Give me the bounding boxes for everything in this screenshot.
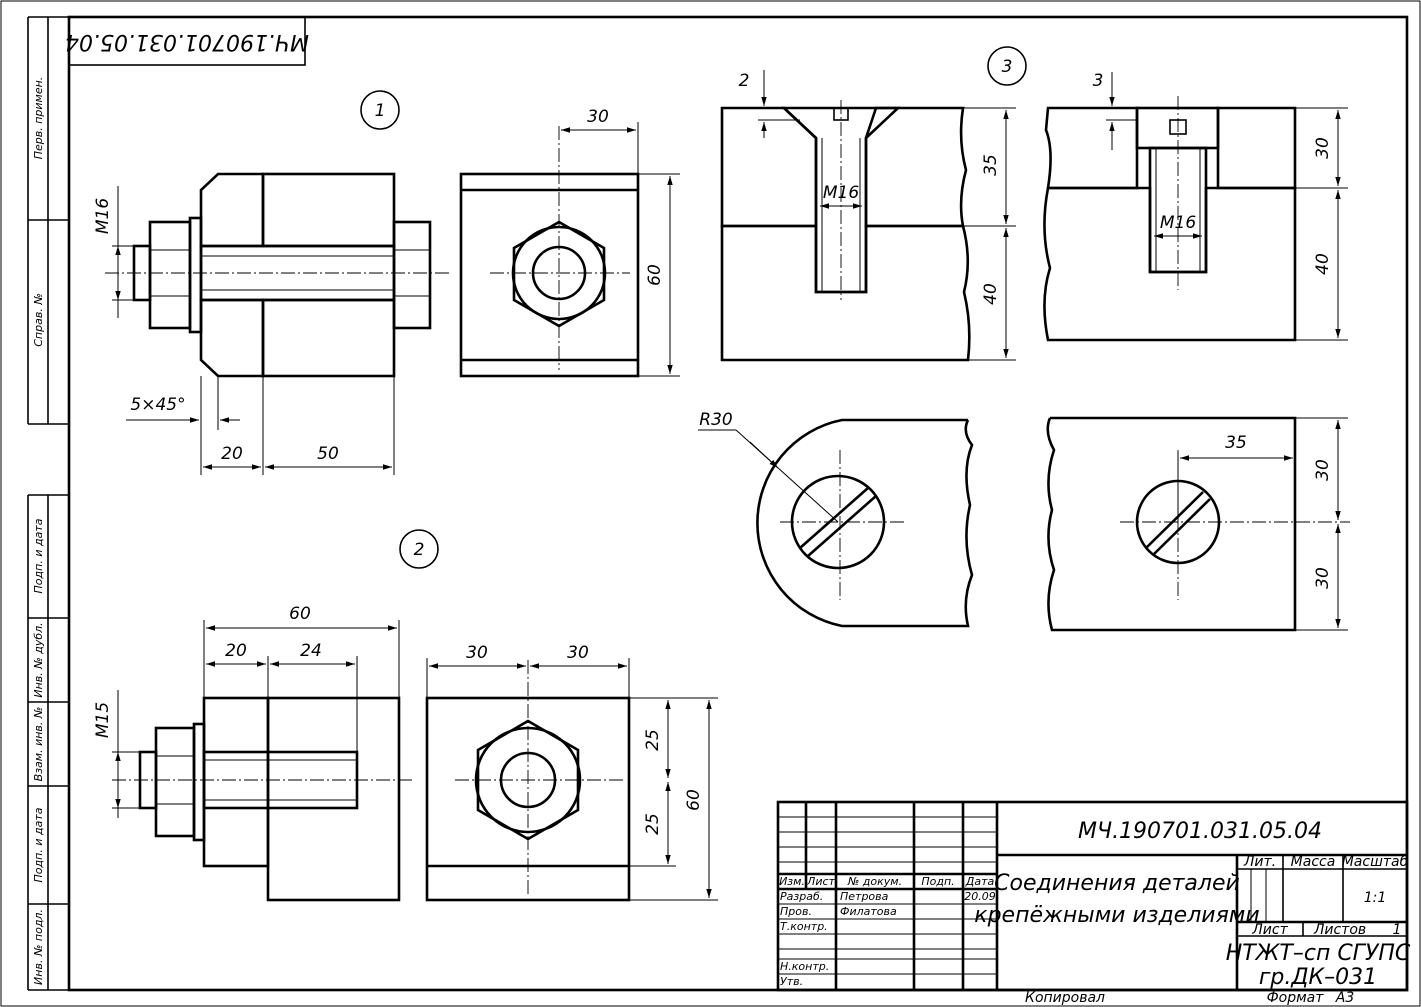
view-2-number: 2 <box>414 540 425 560</box>
v3-d2: 2 <box>739 71 750 91</box>
view-1-number: 1 <box>375 101 386 121</box>
v3-d3: 3 <box>1093 71 1104 91</box>
v2-thread: M15 <box>93 702 113 738</box>
lit-label: Лит. <box>1243 854 1276 870</box>
name-0: Петрова <box>840 890 889 903</box>
v1-d30: 30 <box>587 107 609 127</box>
v2-d25a: 25 <box>643 729 663 751</box>
mass-label: Масса <box>1291 854 1336 870</box>
view-2: 2 M15 60 20 24 <box>93 529 718 902</box>
date-0: 20.09 <box>964 890 996 903</box>
role-4: Утв. <box>780 975 803 988</box>
copied-label: Копировал <box>1025 990 1105 1006</box>
view-3-callout <box>987 46 1027 86</box>
v3-d30a: 30 <box>1313 459 1333 481</box>
v1-d20: 20 <box>221 444 243 464</box>
stamp-code: МЧ.190701.031.05.04 <box>65 29 309 54</box>
role-2: Т.контр. <box>780 920 828 933</box>
org-line-2: гр.ДК–031 <box>1259 965 1377 990</box>
v2-d30a: 30 <box>466 643 488 663</box>
col-izm: Изм. <box>779 875 805 888</box>
side-label-6: Инв. № подл. <box>32 909 45 985</box>
v2-d60: 60 <box>289 604 311 624</box>
v2-d60v: 60 <box>684 789 704 811</box>
side-label-5: Подп. и дата <box>32 807 45 882</box>
v2-d25b: 25 <box>643 813 663 835</box>
sheet-label: Лист <box>1251 922 1288 938</box>
scale-label: Масштаб <box>1342 854 1409 870</box>
sheets-count: 1 <box>1393 922 1402 938</box>
v3-thread-b: M16 <box>1160 213 1196 233</box>
col-sign: Подп. <box>921 875 954 888</box>
title-line-1: Соединения деталей <box>994 871 1240 896</box>
side-label-4: Взам. инв. № <box>32 707 45 782</box>
v1-d60: 60 <box>645 264 665 286</box>
v3-thread-a: M16 <box>823 183 859 203</box>
view-3-number: 3 <box>1002 57 1013 77</box>
v1-thread: M16 <box>93 198 113 234</box>
name-1: Филатова <box>840 905 897 918</box>
v3-d35h: 35 <box>1225 433 1247 453</box>
v3-d40b: 40 <box>1313 253 1333 275</box>
v1-chamfer: 5×45° <box>130 395 185 415</box>
side-label-2: Подп. и дата <box>32 518 45 593</box>
view-1-callout <box>360 90 400 130</box>
view-1: 1 M16 5×45° <box>93 90 680 475</box>
format-label: Формат <box>1267 990 1325 1006</box>
v3-d35: 35 <box>981 154 1001 176</box>
format-value: А3 <box>1335 990 1354 1006</box>
col-date: Дата <box>965 875 995 888</box>
role-3: Н.контр. <box>780 960 829 973</box>
v3-d30b: 30 <box>1313 567 1333 589</box>
v1-d50: 50 <box>317 444 339 464</box>
col-doc: № докум. <box>847 875 902 888</box>
v2-d20: 20 <box>225 641 247 661</box>
view-2-callout <box>399 529 439 569</box>
title-block: Изм. Лист № докум. Подп. Дата Разраб. Пе… <box>776 800 1411 1006</box>
v3-d40: 40 <box>981 283 1001 305</box>
v3-r30: R30 <box>699 410 732 430</box>
scale-value: 1:1 <box>1364 890 1387 906</box>
top-stamp: МЧ.190701.031.05.04 <box>65 16 309 66</box>
role-1: Пров. <box>780 905 812 918</box>
title-line-2: крепёжными изделиями <box>974 903 1259 928</box>
inner-frame <box>67 15 1409 992</box>
view-3: 3 M16 2 35 40 M16 <box>698 46 1350 632</box>
v2-d30b: 30 <box>567 643 589 663</box>
side-label-1: Справ. № <box>32 293 45 347</box>
v3-d30: 30 <box>1313 137 1333 159</box>
side-label-3: Инв. № дубл. <box>32 622 45 697</box>
org-line-1: НТЖТ–сп СГУПС <box>1226 941 1411 966</box>
col-list: Лист <box>806 875 835 888</box>
role-0: Разраб. <box>780 890 823 903</box>
doc-code: МЧ.190701.031.05.04 <box>1078 819 1322 844</box>
side-column: Перв. примен. Справ. № Подп. и дата Инв.… <box>27 16 69 991</box>
v2-d24: 24 <box>300 641 322 661</box>
side-label-0: Перв. примен. <box>32 77 45 160</box>
sheets-label: Листов <box>1313 922 1366 938</box>
